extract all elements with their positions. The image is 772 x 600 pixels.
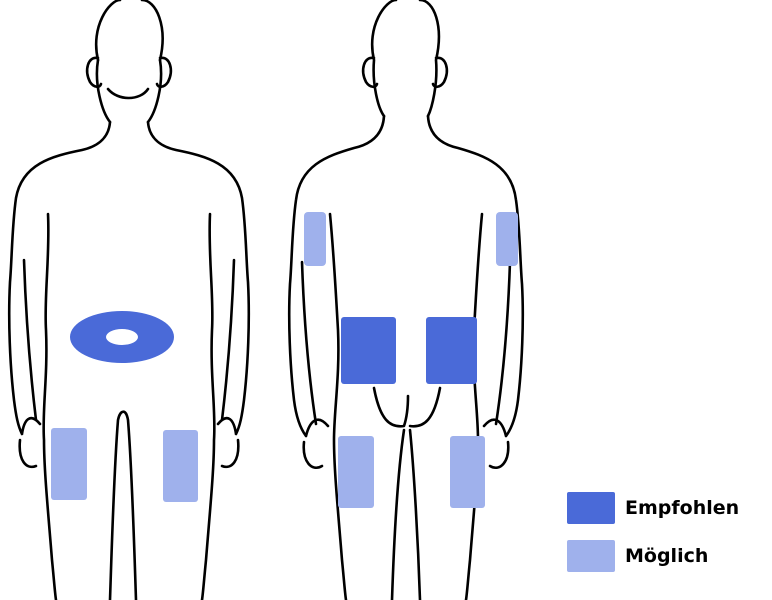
legend-item-recommended: Empfohlen	[567, 492, 772, 524]
front-left-forearm	[24, 260, 36, 420]
legend-item-possible: Möglich	[567, 540, 772, 572]
back-right-thigh-zone	[450, 436, 485, 508]
front-abdomen-zone	[70, 311, 174, 363]
front-left-thigh-zone	[51, 428, 87, 500]
back-left-arm-zone	[304, 212, 326, 266]
legend-label-possible: Möglich	[625, 545, 708, 567]
back-left-forearm	[302, 262, 316, 424]
back-view	[289, 0, 523, 600]
front-right-thigh-zone	[163, 430, 198, 502]
front-smile	[108, 89, 148, 98]
back-left-torso	[330, 214, 346, 600]
front-right-torso	[202, 214, 214, 600]
back-right-arm-zone	[496, 212, 518, 266]
front-face-outline	[97, 60, 161, 122]
legend-label-recommended: Empfohlen	[625, 497, 739, 519]
back-left-flank-zone	[341, 317, 396, 384]
back-right-flank-zone	[426, 317, 477, 384]
back-head-outline	[372, 0, 439, 116]
back-right-forearm	[496, 262, 510, 424]
back-buttocks	[374, 388, 440, 426]
legend-swatch-recommended	[567, 492, 615, 524]
back-left-thigh-zone	[338, 436, 374, 508]
front-left-torso	[44, 214, 56, 600]
front-view	[9, 0, 249, 600]
front-right-forearm	[222, 260, 234, 420]
back-right-torso	[466, 214, 482, 600]
front-head-outline	[96, 0, 162, 60]
front-inner-legs	[110, 412, 136, 600]
back-inner-legs	[392, 430, 420, 600]
legend: Empfohlen Möglich	[567, 492, 772, 588]
legend-swatch-possible	[567, 540, 615, 572]
